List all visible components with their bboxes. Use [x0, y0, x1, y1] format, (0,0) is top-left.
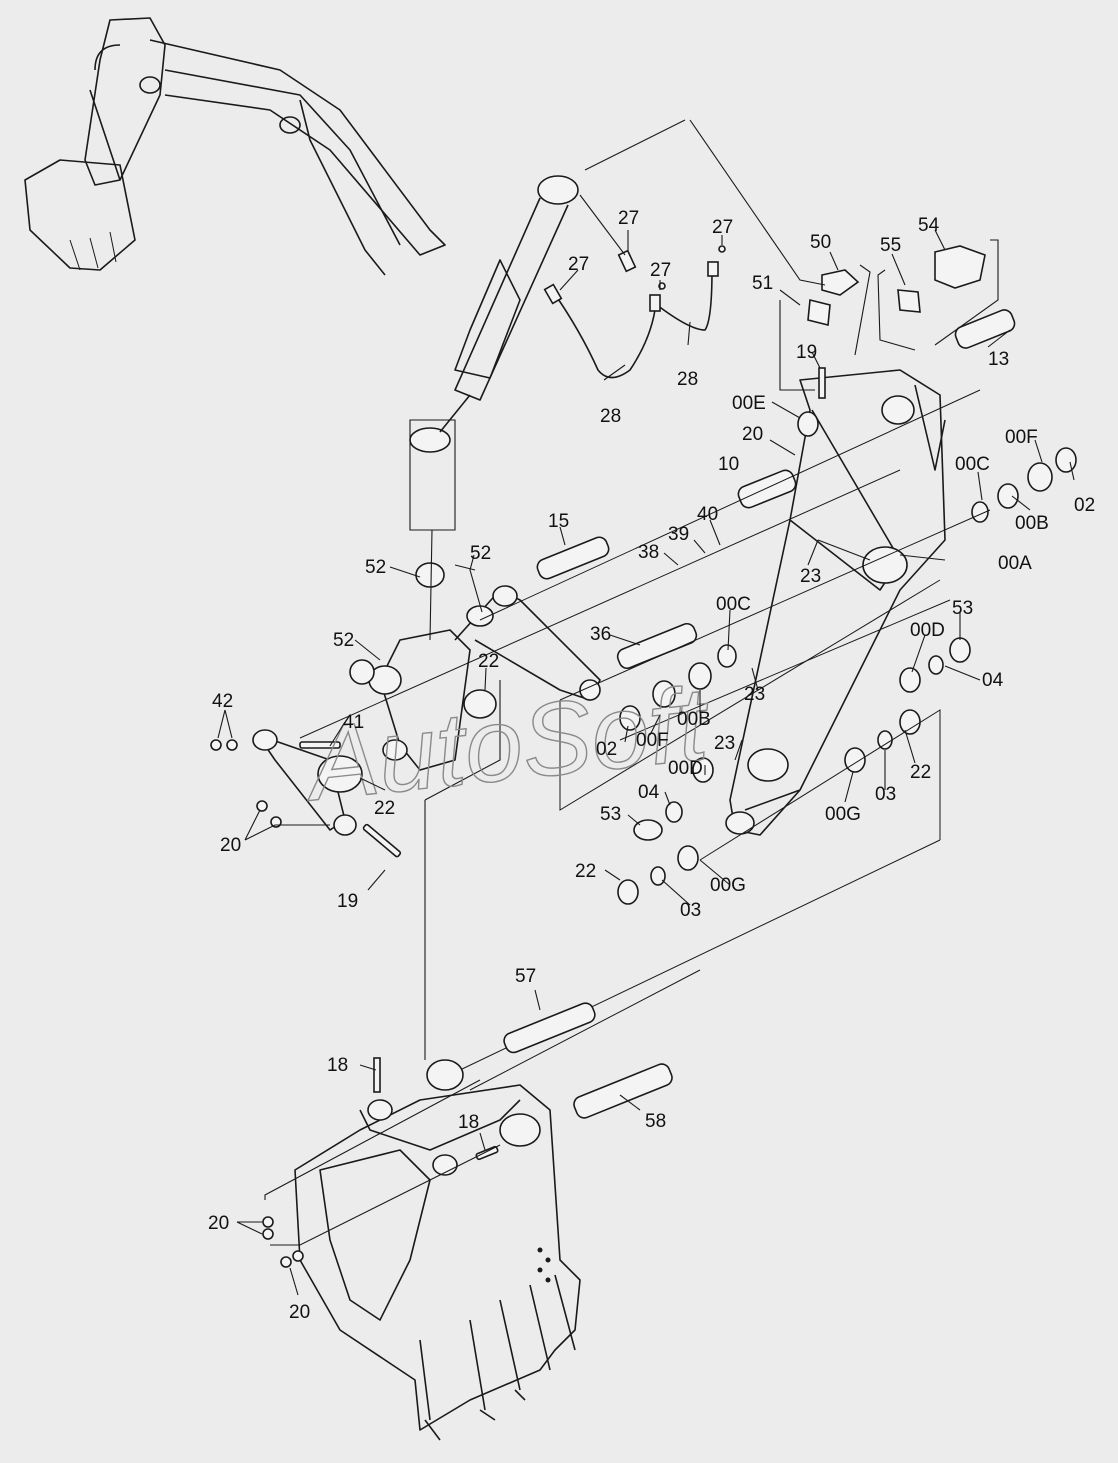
callout-labels: 27 27 27 27 28 28 50 51 54 55 13 19 00E …: [208, 208, 1095, 1323]
callout-18: 18: [458, 1112, 479, 1133]
callout-50: 50: [810, 232, 831, 253]
callout-27: 27: [650, 260, 671, 281]
callout-20: 20: [289, 1302, 310, 1323]
bucket-links: [210, 419, 601, 858]
callout-00E: 00E: [732, 393, 766, 414]
callout-38: 38: [638, 542, 659, 563]
callout-00C: 00C: [716, 594, 751, 615]
callout-13: 13: [988, 349, 1009, 370]
callout-39: 39: [668, 524, 689, 545]
callout-23: 23: [744, 684, 765, 705]
callout-20: 20: [220, 835, 241, 856]
callout-02: 02: [1074, 495, 1095, 516]
callout-19: 19: [796, 342, 817, 363]
arm-cylinder: [409, 175, 579, 453]
callout-00F: 00F: [636, 730, 669, 751]
callout-55: 55: [880, 235, 901, 256]
callout-03: 03: [680, 900, 701, 921]
callout-00A: 00A: [998, 553, 1032, 574]
callout-18: 18: [327, 1055, 348, 1076]
callout-28: 28: [677, 369, 698, 390]
callout-00D: 00D: [668, 758, 703, 779]
callout-40: 40: [697, 504, 718, 525]
callout-52: 52: [333, 630, 354, 651]
callout-53: 53: [600, 804, 621, 825]
callout-00F: 00F: [1005, 427, 1038, 448]
callout-58: 58: [645, 1111, 666, 1132]
guide-lines: [299, 389, 991, 1091]
hose-assembly: [543, 194, 726, 379]
callout-03: 03: [875, 784, 896, 805]
callout-23: 23: [800, 566, 821, 587]
callout-04: 04: [982, 670, 1004, 691]
callout-51: 51: [752, 273, 773, 294]
callout-27: 27: [618, 208, 639, 229]
callout-41: 41: [343, 712, 364, 733]
bucket-assembly: [262, 1002, 673, 1441]
callout-00D: 00D: [910, 620, 945, 641]
callout-27: 27: [712, 217, 733, 238]
callout-57: 57: [515, 966, 536, 987]
callout-00G: 00G: [710, 875, 746, 896]
callout-02: 02: [596, 739, 617, 760]
callout-52: 52: [470, 543, 491, 564]
callout-19: 19: [337, 891, 358, 912]
callout-15: 15: [548, 511, 569, 532]
callout-00C: 00C: [955, 454, 990, 475]
callout-leaders: [217, 229, 1075, 1296]
callout-27: 27: [568, 254, 589, 275]
callout-54: 54: [918, 215, 940, 236]
callout-22: 22: [374, 798, 395, 819]
callout-22: 22: [910, 762, 931, 783]
callout-42: 42: [212, 691, 233, 712]
callout-28: 28: [600, 406, 621, 427]
callout-00B: 00B: [1015, 513, 1049, 534]
callout-52: 52: [365, 557, 386, 578]
callout-23: 23: [714, 733, 735, 754]
callout-04: 04: [638, 782, 660, 803]
callout-22: 22: [478, 651, 499, 672]
callout-00B: 00B: [677, 709, 711, 730]
arm-frame: [725, 369, 946, 836]
callout-00G: 00G: [825, 804, 861, 825]
callout-10: 10: [718, 454, 739, 475]
overview-excavator-drawing: [24, 17, 446, 276]
callout-36: 36: [590, 624, 611, 645]
callout-20: 20: [742, 424, 763, 445]
callout-53: 53: [952, 598, 973, 619]
callout-22: 22: [575, 861, 596, 882]
callout-20: 20: [208, 1213, 229, 1234]
